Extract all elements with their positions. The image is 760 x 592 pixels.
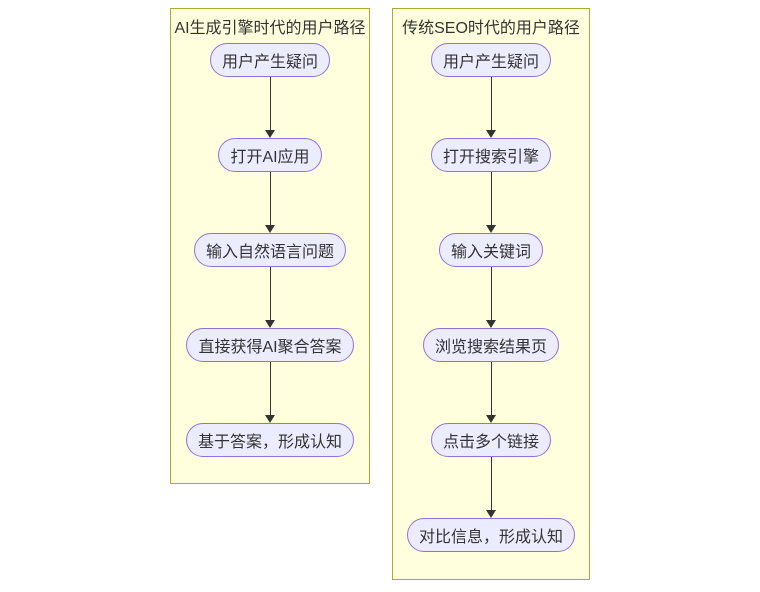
flow-node: 输入关键词 <box>438 233 543 267</box>
flow-arrow <box>264 77 276 138</box>
arrow-shaft <box>490 172 492 226</box>
flow-node: 点击多个链接 <box>430 423 551 457</box>
flow-arrow <box>485 267 497 328</box>
arrow-head-icon <box>485 415 496 423</box>
arrow-shaft <box>269 267 271 321</box>
flow-node: 打开AI应用 <box>218 138 322 172</box>
cluster-ai-era: AI生成引擎时代的用户路径 用户产生疑问 打开AI应用 输入自然语言问题 直接获… <box>170 8 370 484</box>
arrow-shaft <box>269 362 271 416</box>
flow-arrow <box>485 457 497 518</box>
flow-node: 用户产生疑问 <box>430 43 551 77</box>
arrow-head-icon <box>264 415 275 423</box>
flow-node: 基于答案，形成认知 <box>185 423 354 457</box>
flow-arrow <box>264 172 276 233</box>
flow-node: 打开搜索引擎 <box>430 138 551 172</box>
cluster-seo-era: 传统SEO时代的用户路径 用户产生疑问 打开搜索引擎 输入关键词 浏览搜索结果页… <box>392 8 590 580</box>
arrow-head-icon <box>264 130 275 138</box>
arrow-head-icon <box>485 320 496 328</box>
flow-node: 直接获得AI聚合答案 <box>186 328 354 362</box>
flow-arrow <box>485 77 497 138</box>
arrow-shaft <box>490 362 492 416</box>
flow-node: 浏览搜索结果页 <box>422 328 559 362</box>
arrow-shaft <box>490 457 492 511</box>
arrow-shaft <box>490 267 492 321</box>
flow-node: 对比信息，形成认知 <box>406 518 575 552</box>
flow-arrow <box>485 362 497 423</box>
arrow-head-icon <box>485 130 496 138</box>
arrow-head-icon <box>264 320 275 328</box>
arrow-head-icon <box>485 225 496 233</box>
flow-node: 输入自然语言问题 <box>193 233 346 267</box>
flow-node: 用户产生疑问 <box>209 43 330 77</box>
arrow-shaft <box>490 77 492 131</box>
cluster-title: 传统SEO时代的用户路径 <box>402 20 580 37</box>
arrow-head-icon <box>485 510 496 518</box>
flow-arrow <box>485 172 497 233</box>
arrow-head-icon <box>264 225 275 233</box>
arrow-shaft <box>269 172 271 226</box>
arrow-shaft <box>269 77 271 131</box>
cluster-title: AI生成引擎时代的用户路径 <box>174 20 366 37</box>
flow-arrow <box>264 362 276 423</box>
flow-arrow <box>264 267 276 328</box>
